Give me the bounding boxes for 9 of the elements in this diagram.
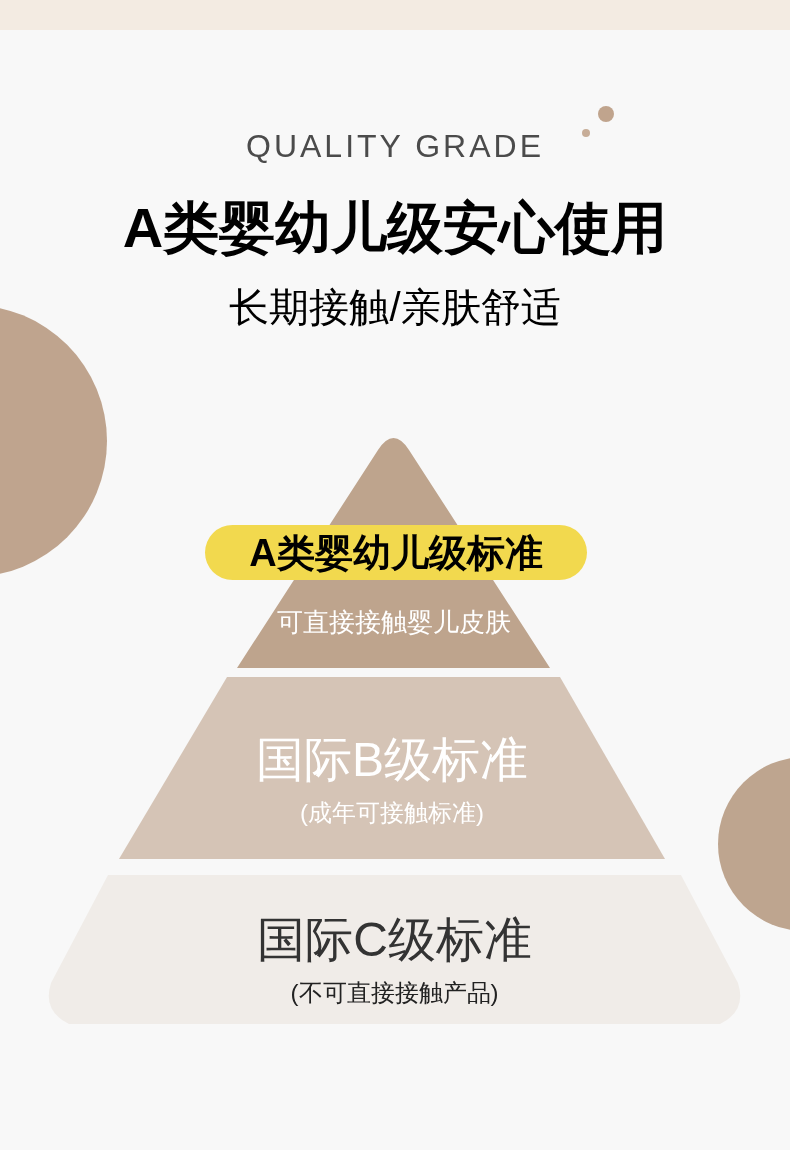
grade-banner: A类婴幼儿级标准	[205, 525, 587, 580]
tier-title: 国际C级标准	[257, 912, 532, 968]
main-title: A类婴幼儿级安心使用	[122, 195, 668, 261]
tier-description: 可直接接触婴儿皮肤	[276, 606, 511, 638]
tier-title: 国际B级标准	[256, 732, 528, 788]
tier-description: (不可直接接触产品)	[290, 978, 499, 1008]
tier-description: (成年可接触标准)	[300, 798, 484, 828]
subtitle: 长期接触/亲肤舒适	[229, 284, 561, 331]
section-eyebrow: QUALITY GRADE	[246, 127, 544, 165]
